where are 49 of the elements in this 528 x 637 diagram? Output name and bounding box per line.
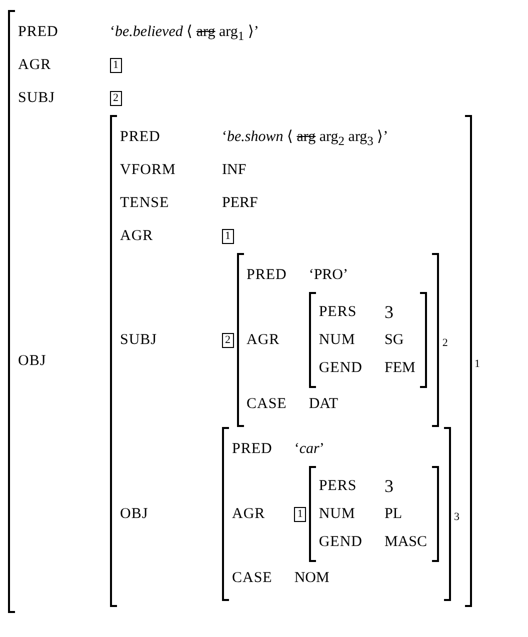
attribute-value-matrix xyxy=(308,466,440,562)
attribute-value-matrix xyxy=(308,292,428,388)
feature-value: NOM xyxy=(294,570,330,586)
feature-value: PERF xyxy=(222,195,258,211)
attribute-label: TENSE xyxy=(120,195,170,211)
attribute-label: OBJ xyxy=(18,352,46,368)
reference-tag: 2 xyxy=(222,332,234,348)
attribute-label: SUBJ xyxy=(18,90,56,106)
reference-tag: 1 xyxy=(222,229,234,244)
reference-tag: 1 xyxy=(110,58,122,73)
attribute-label: AGR xyxy=(18,57,52,73)
feature-value: 3 xyxy=(384,302,394,322)
feature-value: ‘car’ xyxy=(294,441,324,457)
index-subscript: 2 xyxy=(442,337,448,349)
reference-tag: 2 xyxy=(110,91,122,106)
reference-tag: 1 xyxy=(294,506,306,522)
attribute-label: PRED xyxy=(232,441,272,457)
attribute-label: NUM xyxy=(318,506,356,522)
feature-value: MASC xyxy=(384,534,428,550)
attribute-label: OBJ xyxy=(120,506,148,522)
feature-value: FEM xyxy=(384,360,416,376)
feature-value: ‘be.believed ⟨ arg arg$_{1}$ ⟩’ xyxy=(110,24,259,40)
attribute-label: PERS xyxy=(318,478,357,494)
feature-value: DAT xyxy=(308,396,338,412)
feature-value: INF xyxy=(222,162,246,178)
attribute-value-matrix xyxy=(236,253,448,427)
index-subscript: 3 xyxy=(454,511,460,523)
attribute-label: CASE xyxy=(232,570,272,586)
feature-value: PL xyxy=(384,506,402,522)
attribute-label: NUM xyxy=(318,332,356,348)
attribute-label: AGR xyxy=(120,228,154,244)
attribute-label: GEND xyxy=(318,360,363,376)
feature-value: 3 xyxy=(384,476,394,496)
attribute-label: PRED xyxy=(18,24,58,40)
feature-value: SG xyxy=(384,332,404,348)
index-subscript: 1 xyxy=(474,358,480,370)
attribute-label: CASE xyxy=(246,396,287,412)
feature-value: ‘be.shown ⟨ arg arg$_{2}$ arg$_{3}$ ⟩’ xyxy=(222,128,388,144)
attribute-value-matrix xyxy=(110,115,480,607)
feature-value: ‘PRO’ xyxy=(308,267,348,283)
attribute-label: PERS xyxy=(318,304,357,320)
attribute-label: AGR xyxy=(246,332,280,348)
attribute-label: VFORM xyxy=(120,162,176,178)
attribute-label: PRED xyxy=(246,267,287,283)
attribute-value-matrix xyxy=(222,427,460,601)
attribute-label: SUBJ xyxy=(120,332,158,348)
attribute-label: PRED xyxy=(120,129,160,145)
attribute-label: GEND xyxy=(318,534,363,550)
attribute-label: AGR xyxy=(232,506,266,522)
